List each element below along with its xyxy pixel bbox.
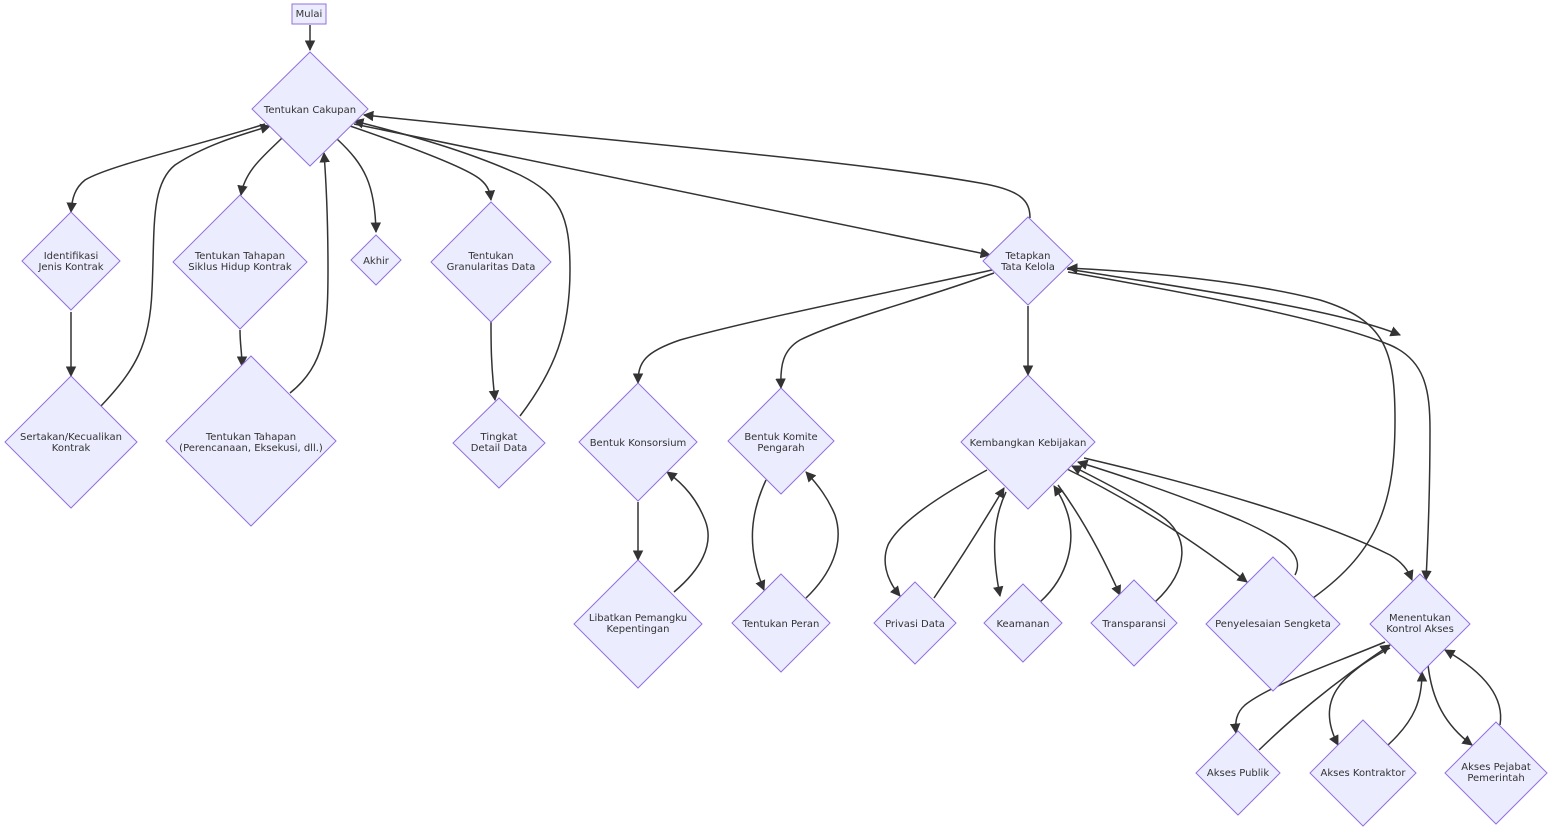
node-konsorsium-label: Bentuk Konsorsium [590,438,687,449]
node-keamanan[interactable]: Keamanan [983,583,1063,663]
node-akses-publik-label: Akses Publik [1207,768,1269,779]
edge-kebijakan-to-privasi [884,469,988,597]
node-tahapan-perencanaan[interactable]: Tentukan Tahapan(Perencanaan, Eksekusi, … [165,355,337,527]
edge-tata-kelola-to-tentukan-cakupan [362,110,1031,219]
edge-granularitas-to-tingkat-detail [488,321,500,402]
node-peran-label: Tentukan Peran [742,619,820,630]
node-sengketa[interactable]: Penyelesaian Sengketa [1205,556,1341,692]
node-transparansi-label: Transparansi [1101,619,1165,630]
edge-tentukan-cakupan-to-tata-kelola [353,123,992,259]
edge-tentukan-cakupan-to-identifikasi [66,123,266,214]
node-privasi[interactable]: Privasi Data [873,581,957,665]
edge-tahapan-perencanaan-to-tentukan-cakupan [289,151,330,394]
edge-tata-kelola-to-kontrol-akses [1067,271,1432,582]
node-akhir[interactable]: Akhir [350,234,402,286]
node-akses-publik[interactable]: Akses Publik [1195,730,1281,816]
edge-komite-to-peran [751,479,767,591]
edge-sertakan-to-tentukan-cakupan [100,123,272,407]
edge-kontrol-akses-to-akses-pejabat [1427,664,1473,746]
edge-kontrol-akses-to-tata-kelola [1066,268,1401,337]
node-sengketa-label: Penyelesaian Sengketa [1215,619,1331,630]
node-kebijakan-label: Kembangkan Kebijakan [970,438,1087,449]
edge-sengketa-to-kebijakan [1076,459,1299,576]
edge-tentukan-cakupan-to-granularitas [349,125,496,202]
node-keamanan-label: Keamanan [996,619,1049,630]
edge-tingkat-detail-to-tentukan-cakupan [352,118,571,417]
node-mulai-label: Mulai [296,9,323,20]
edge-kontrol-akses-to-akses-publik [1229,641,1386,735]
edge-akses-kontraktor-to-kontrol-akses [1387,670,1428,746]
edge-tata-kelola-to-komite [775,272,995,390]
node-transparansi[interactable]: Transparansi [1090,579,1178,667]
node-peran[interactable]: Tentukan Peran [731,573,831,673]
edge-transparansi-to-kebijakan [1071,465,1183,603]
edge-akses-pejabat-to-kontrol-akses [1444,649,1502,726]
node-tahapan-perencanaan-label: Tentukan Tahapan(Perencanaan, Eksekusi, … [179,432,323,454]
edge-akses-publik-to-kontrol-akses [1258,644,1391,751]
edge-kebijakan-to-kontrol-akses [1083,457,1414,581]
edge-keamanan-to-kebijakan [1039,485,1072,603]
edge-peran-to-komite [805,471,839,599]
edge-tentukan-cakupan-to-tahapan-siklus [237,137,283,197]
edge-kebijakan-to-keamanan [993,491,1007,598]
edge-kontrol-akses-to-akses-kontraktor [1328,647,1391,746]
node-kebijakan[interactable]: Kembangkan Kebijakan [960,374,1096,510]
node-konsorsium[interactable]: Bentuk Konsorsium [578,382,698,502]
node-mulai[interactable]: Mulai [291,3,327,25]
node-akses-kontraktor[interactable]: Akses Kontraktor [1309,719,1417,827]
node-privasi-label: Privasi Data [885,619,945,630]
edge-privasi-to-kebijakan [933,487,1005,599]
edge-tahapan-siklus-to-tahapan-perencanaan [236,329,248,368]
edge-kebijakan-to-transparansi [1057,484,1121,596]
node-akhir-label: Akhir [363,256,390,267]
edge-sengketa-to-tata-kelola [1066,263,1396,599]
edges-layer [65,25,1502,751]
node-tentukan-cakupan-label: Tentukan Cakupan [263,105,356,116]
node-tentukan-cakupan[interactable]: Tentukan Cakupan [251,51,369,167]
edge-kebijakan-to-sengketa [1064,467,1248,583]
edge-pemangku-to-konsorsium [666,471,709,593]
edge-tentukan-cakupan-to-akhir [336,138,382,234]
edge-tata-kelola-to-konsorsium [632,269,993,385]
node-akses-kontraktor-label: Akses Kontraktor [1321,768,1407,779]
